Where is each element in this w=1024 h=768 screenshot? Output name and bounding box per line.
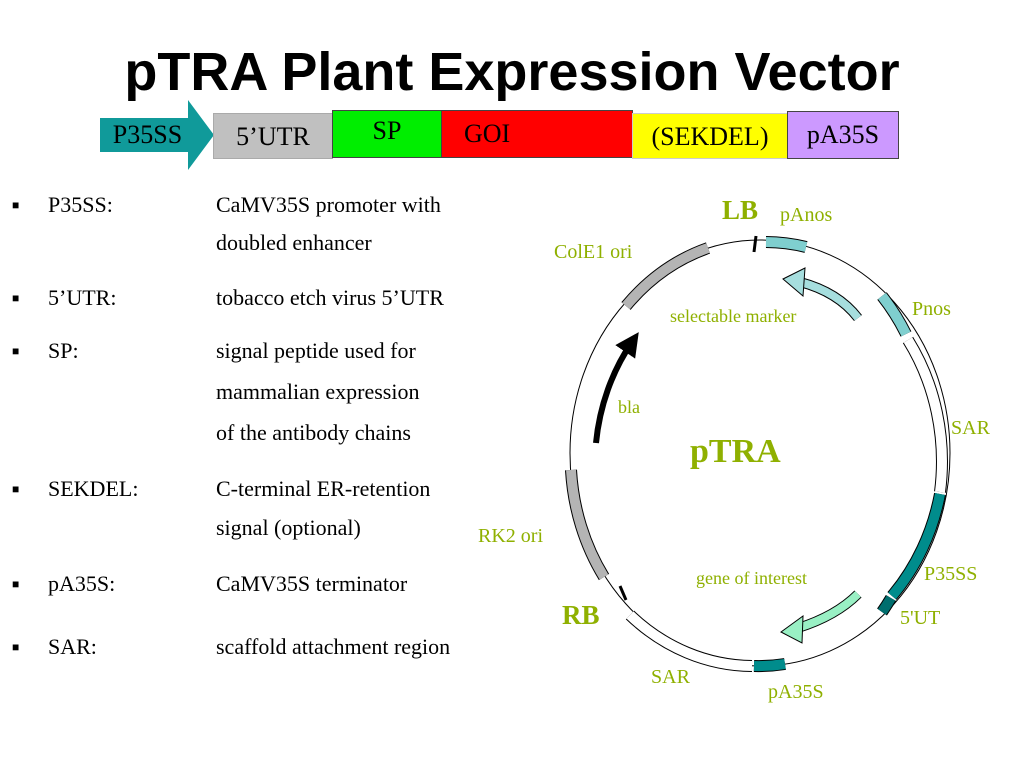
page-title: pTRA Plant Expression Vector (124, 42, 900, 102)
utr5-label: 5'UT (900, 607, 940, 629)
selectable-marker-arrow (798, 278, 862, 321)
bla-arrow (593, 332, 639, 444)
rb-label: RB (562, 600, 600, 630)
bullet-definition: mammalian expression (216, 379, 420, 404)
bullet-definition: CaMV35S terminator (216, 571, 408, 596)
promoter-label: P35SS (112, 120, 183, 149)
bullet-term: SP: (48, 338, 79, 363)
promoter-arrow: P35SS (100, 100, 214, 170)
bullet-definition: signal peptide used for (216, 338, 416, 363)
lb-marker (752, 235, 758, 253)
sp-box: SP (332, 110, 442, 158)
utr-box: 5’UTR (213, 113, 333, 159)
rk2-label: RK2 ori (478, 525, 543, 547)
rk2-segment (566, 469, 609, 580)
bullet-definition: tobacco etch virus 5’UTR (216, 285, 444, 310)
pa35s-segment (753, 659, 786, 672)
bullet-definition: of the antibody chains (216, 420, 411, 445)
bullet-definition: doubled enhancer (216, 230, 372, 255)
bullet-marker: ■ (12, 640, 20, 654)
bullet-term: P35SS: (48, 192, 113, 217)
sar-right-label: SAR (951, 417, 991, 439)
rb-marker (618, 585, 628, 601)
sekdel-box: (SEKDEL) (632, 113, 788, 159)
terminator-box: pA35S (787, 111, 899, 159)
sar-right-segment (903, 337, 947, 493)
bullet-term: pA35S: (48, 571, 116, 596)
bullet-definition: scaffold attachment region (216, 634, 451, 659)
lb-label: LB (722, 195, 758, 225)
pa35s-label: pA35S (768, 681, 824, 703)
promoter-arrow-shape (100, 100, 214, 170)
bullet-term: SEKDEL: (48, 476, 139, 501)
selectable-marker-label: selectable marker (670, 306, 796, 326)
gene-of-interest-label: gene of interest (696, 568, 807, 588)
bullet-definition: C-terminal ER-retention (216, 476, 431, 501)
plasmid-name: pTRA (690, 433, 781, 470)
sar-bottom-label: SAR (651, 666, 691, 688)
selectable-marker-arrowhead (782, 267, 806, 298)
bullet-marker: ■ (12, 198, 20, 212)
bullet-term: 5’UTR: (48, 285, 117, 310)
bullet-definition: CaMV35S promoter with (216, 192, 441, 217)
bullet-marker: ■ (12, 482, 20, 496)
utr5-segment (877, 595, 896, 615)
bullet-marker: ■ (12, 344, 20, 358)
cole1-label: ColE1 ori (554, 241, 633, 263)
p35ss-segment (888, 493, 945, 600)
p35ss-label: P35SS (924, 563, 977, 585)
bullet-marker: ■ (12, 291, 20, 305)
bla-label: bla (618, 397, 640, 417)
gene-arrow (796, 591, 861, 632)
sar-bottom-segment (626, 611, 753, 671)
bullet-marker: ■ (12, 577, 20, 591)
bullet-term: SAR: (48, 634, 97, 659)
pnos-label: Pnos (912, 298, 951, 320)
panos-segment (765, 237, 808, 252)
panos-label: pAnos (780, 204, 832, 226)
cole1-segment (622, 243, 710, 310)
gene-arrowhead (780, 614, 804, 644)
bullet-definition: signal (optional) (216, 515, 361, 540)
goi-box: GOI (441, 110, 633, 158)
plasmid-map: LB pAnos ColE1 ori selectable marker Pno… (478, 195, 991, 703)
pnos-segment (878, 292, 911, 337)
